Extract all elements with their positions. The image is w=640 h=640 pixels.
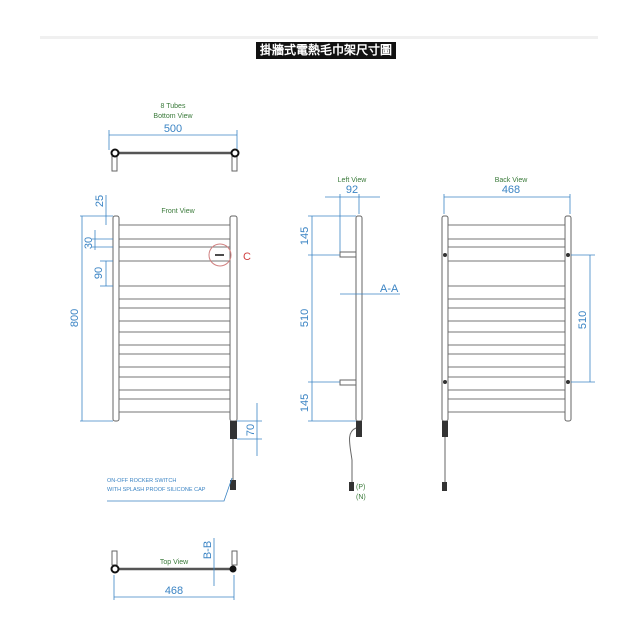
back-dim-mid: 510 xyxy=(577,311,589,329)
page-title: 掛牆式電熱毛巾架尺寸圖 xyxy=(256,42,397,59)
front-view-label: Front View xyxy=(161,208,195,215)
bottom-view: 8 Tubes Bottom View 500 xyxy=(108,103,240,172)
left-depth: 92 xyxy=(346,184,358,196)
front-dim-spacing: 90 xyxy=(93,267,105,279)
left-dim-top: 145 xyxy=(299,227,311,245)
back-width: 468 xyxy=(502,184,520,196)
switch-note-2: WITH SPLASH PROOF SILICONE CAP xyxy=(107,487,206,493)
back-view-label: Back View xyxy=(495,177,528,184)
top-view: Top View B-B 468 xyxy=(110,538,238,600)
controller-height: 70 xyxy=(245,424,257,436)
detail-c-label: C xyxy=(243,251,251,263)
left-view: Left View 92 (P) (N) 145 510 145 A-A xyxy=(299,177,400,501)
left-dim-bottom: 145 xyxy=(299,394,311,412)
bottom-view-label-2: Bottom View xyxy=(153,113,193,120)
front-view: Front View C 800 25 30 90 70 ON-OFF ROCK… xyxy=(69,195,262,502)
front-dim-gap: 30 xyxy=(83,237,95,249)
top-width: 468 xyxy=(165,585,183,597)
section-a-a: A-A xyxy=(380,283,399,295)
switch-note-1: ON-OFF ROCKER SWITCH xyxy=(107,478,176,484)
plug-n-label: (N) xyxy=(356,494,366,501)
bottom-view-width: 500 xyxy=(164,123,182,135)
header-divider xyxy=(40,36,598,39)
left-dim-mid: 510 xyxy=(299,309,311,327)
front-height: 800 xyxy=(69,309,81,327)
back-view: Back View 468 510 xyxy=(441,177,595,491)
front-dim-top: 25 xyxy=(94,195,106,207)
top-view-label: Top View xyxy=(160,559,189,566)
bottom-view-label-1: 8 Tubes xyxy=(161,103,186,110)
section-b-b: B-B xyxy=(202,541,214,559)
plug-p-label: (P) xyxy=(356,484,365,491)
left-view-label: Left View xyxy=(338,177,368,184)
